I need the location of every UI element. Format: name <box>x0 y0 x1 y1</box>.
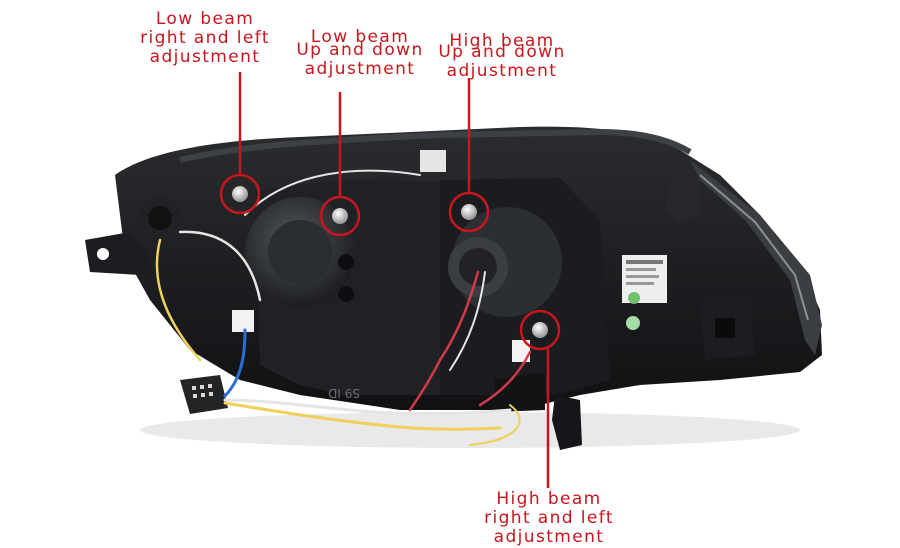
side-marker-socket-inner <box>148 206 172 230</box>
callout-line: Up and down <box>438 42 566 62</box>
connector-white-right <box>512 340 530 362</box>
callout-line: adjustment <box>304 59 416 79</box>
adjustment-screw-icon <box>232 186 548 338</box>
side-connector-socket <box>715 318 735 338</box>
housing-rim <box>179 128 692 163</box>
adjuster-boss-1 <box>338 254 354 270</box>
wiring-harness <box>155 169 532 446</box>
high-beam-cap-center <box>459 248 497 286</box>
sticker-line-4 <box>626 282 654 285</box>
mount-hole <box>97 248 109 260</box>
mount-bracket-top-right <box>665 180 700 225</box>
callout-line: Up and down <box>296 40 424 60</box>
callout-low-beam-up-down: Low beam Up and down adjustment <box>290 28 430 79</box>
callout-line: High beam <box>496 489 602 509</box>
callout-low-beam-right-left: Low beam right and left adjustment <box>135 10 275 67</box>
sticker-line-3 <box>626 275 659 278</box>
callout-line: Low beam <box>310 27 410 47</box>
outer-lens-edge <box>690 160 822 355</box>
callout-line: adjustment <box>446 61 558 81</box>
bottom-mount-tab <box>552 395 582 450</box>
callout-high-beam-right-left: High beam right and left adjustment <box>479 490 619 547</box>
lens-highlight <box>699 174 809 321</box>
plug-pins <box>192 384 213 398</box>
callout-line: High beam <box>449 31 555 51</box>
left-mount-tab <box>85 232 150 275</box>
connector-white-left <box>232 310 254 332</box>
sticker-line-2 <box>626 268 656 271</box>
top-vent-cap <box>420 150 446 172</box>
callout-leaders <box>238 72 550 488</box>
sticker-dot-light-green <box>626 316 640 330</box>
callout-line: right and left <box>484 508 614 528</box>
housing-mark: S9 ID <box>328 386 360 400</box>
callout-line: adjustment <box>149 47 261 67</box>
callout-line: right and left <box>140 28 270 48</box>
adjuster-boss-2 <box>338 286 354 302</box>
callout-rings <box>219 173 561 351</box>
sticker-dot-green <box>628 292 640 304</box>
callout-line: adjustment <box>493 527 605 547</box>
sticker-line-1 <box>626 260 663 264</box>
low-beam-cap-center <box>268 220 332 284</box>
callout-high-beam-up-down: High beam Up and down adjustment <box>432 32 572 81</box>
callout-line: Low beam <box>155 9 255 29</box>
callout-ring-high-beam-lr <box>519 309 561 351</box>
